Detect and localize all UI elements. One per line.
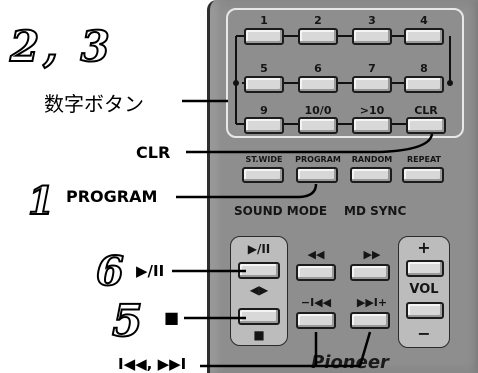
vol-plus-label: + [417,238,431,257]
program-button[interactable] [296,167,338,183]
prev-label: −I◀◀ [300,296,332,309]
play-pause-top-label: ▶/II [247,242,271,256]
numeric-label-8: 8 [420,62,428,75]
callout-step-5: 5 [111,295,144,348]
numeric-label-4: 4 [420,14,428,27]
md-sync-label: MD SYNC [344,204,407,218]
rew-button[interactable] [296,264,336,281]
callout-steps-2-3: 2, 3 [9,21,114,72]
st-wide-label: ST.WIDE [245,155,283,164]
numeric-button-4[interactable] [404,28,444,45]
sound-mode-label: SOUND MODE [234,204,328,218]
vol-label: VOL [409,282,439,297]
play-pause-bottom-label: ◀▶ [249,283,269,297]
callout-program: PROGRAM [66,187,158,206]
numeric-buttons-frame [226,8,464,138]
program-label: PROGRAM [295,155,341,164]
st-wide-button[interactable] [242,167,284,183]
numeric-label-6: 6 [314,62,322,75]
clr-label: CLR [414,104,438,117]
numeric-button-10-0[interactable] [298,117,338,134]
callout-stop: ■ [164,308,180,327]
numeric-label-2: 2 [314,14,322,27]
volume-frame [398,236,450,348]
vol-minus-label: − [417,324,431,343]
numeric-button-gt10[interactable] [352,117,392,134]
numeric-label-10-0: 10/0 [304,104,332,117]
ff-button[interactable] [350,264,390,281]
numeric-button-7[interactable] [352,76,392,93]
random-button[interactable] [350,167,392,183]
vol-up-button[interactable] [406,260,444,277]
callout-step-1: 1 [27,177,55,224]
numeric-label-9: 9 [260,104,268,117]
callout-numeric-buttons: 数字ボタン [44,92,144,116]
next-label: ▶▶I+ [356,296,388,309]
brand-logo-text: Pioneer [311,352,389,373]
numeric-label-1: 1 [260,14,268,27]
stop-symbol-label: ■ [253,328,265,342]
callout-play-pause: ▶/II [136,262,165,280]
callout-skip: I◀◀, ▶▶I [118,355,187,373]
numeric-button-3[interactable] [352,28,392,45]
rew-label: ◀◀ [307,248,325,261]
random-label: RANDOM [351,155,393,164]
vol-down-button[interactable] [406,302,444,319]
play-pause-frame [230,236,288,346]
clr-button[interactable] [406,117,446,134]
repeat-button[interactable] [402,167,444,183]
numeric-button-1[interactable] [244,28,284,45]
repeat-label: REPEAT [407,155,441,164]
numeric-label-7: 7 [368,62,376,75]
numeric-button-2[interactable] [298,28,338,45]
numeric-label-gt10: >10 [359,104,385,117]
callout-clr: CLR [136,143,171,162]
numeric-button-9[interactable] [244,117,284,134]
ff-label: ▶▶ [363,248,381,261]
stop-button[interactable] [238,308,280,325]
numeric-button-5[interactable] [244,76,284,93]
numeric-label-5: 5 [260,62,268,75]
numeric-button-8[interactable] [404,76,444,93]
prev-track-button[interactable] [296,312,336,329]
numeric-button-6[interactable] [298,76,338,93]
next-track-button[interactable] [350,312,390,329]
callout-step-6: 6 [95,247,125,296]
numeric-label-3: 3 [368,14,376,27]
